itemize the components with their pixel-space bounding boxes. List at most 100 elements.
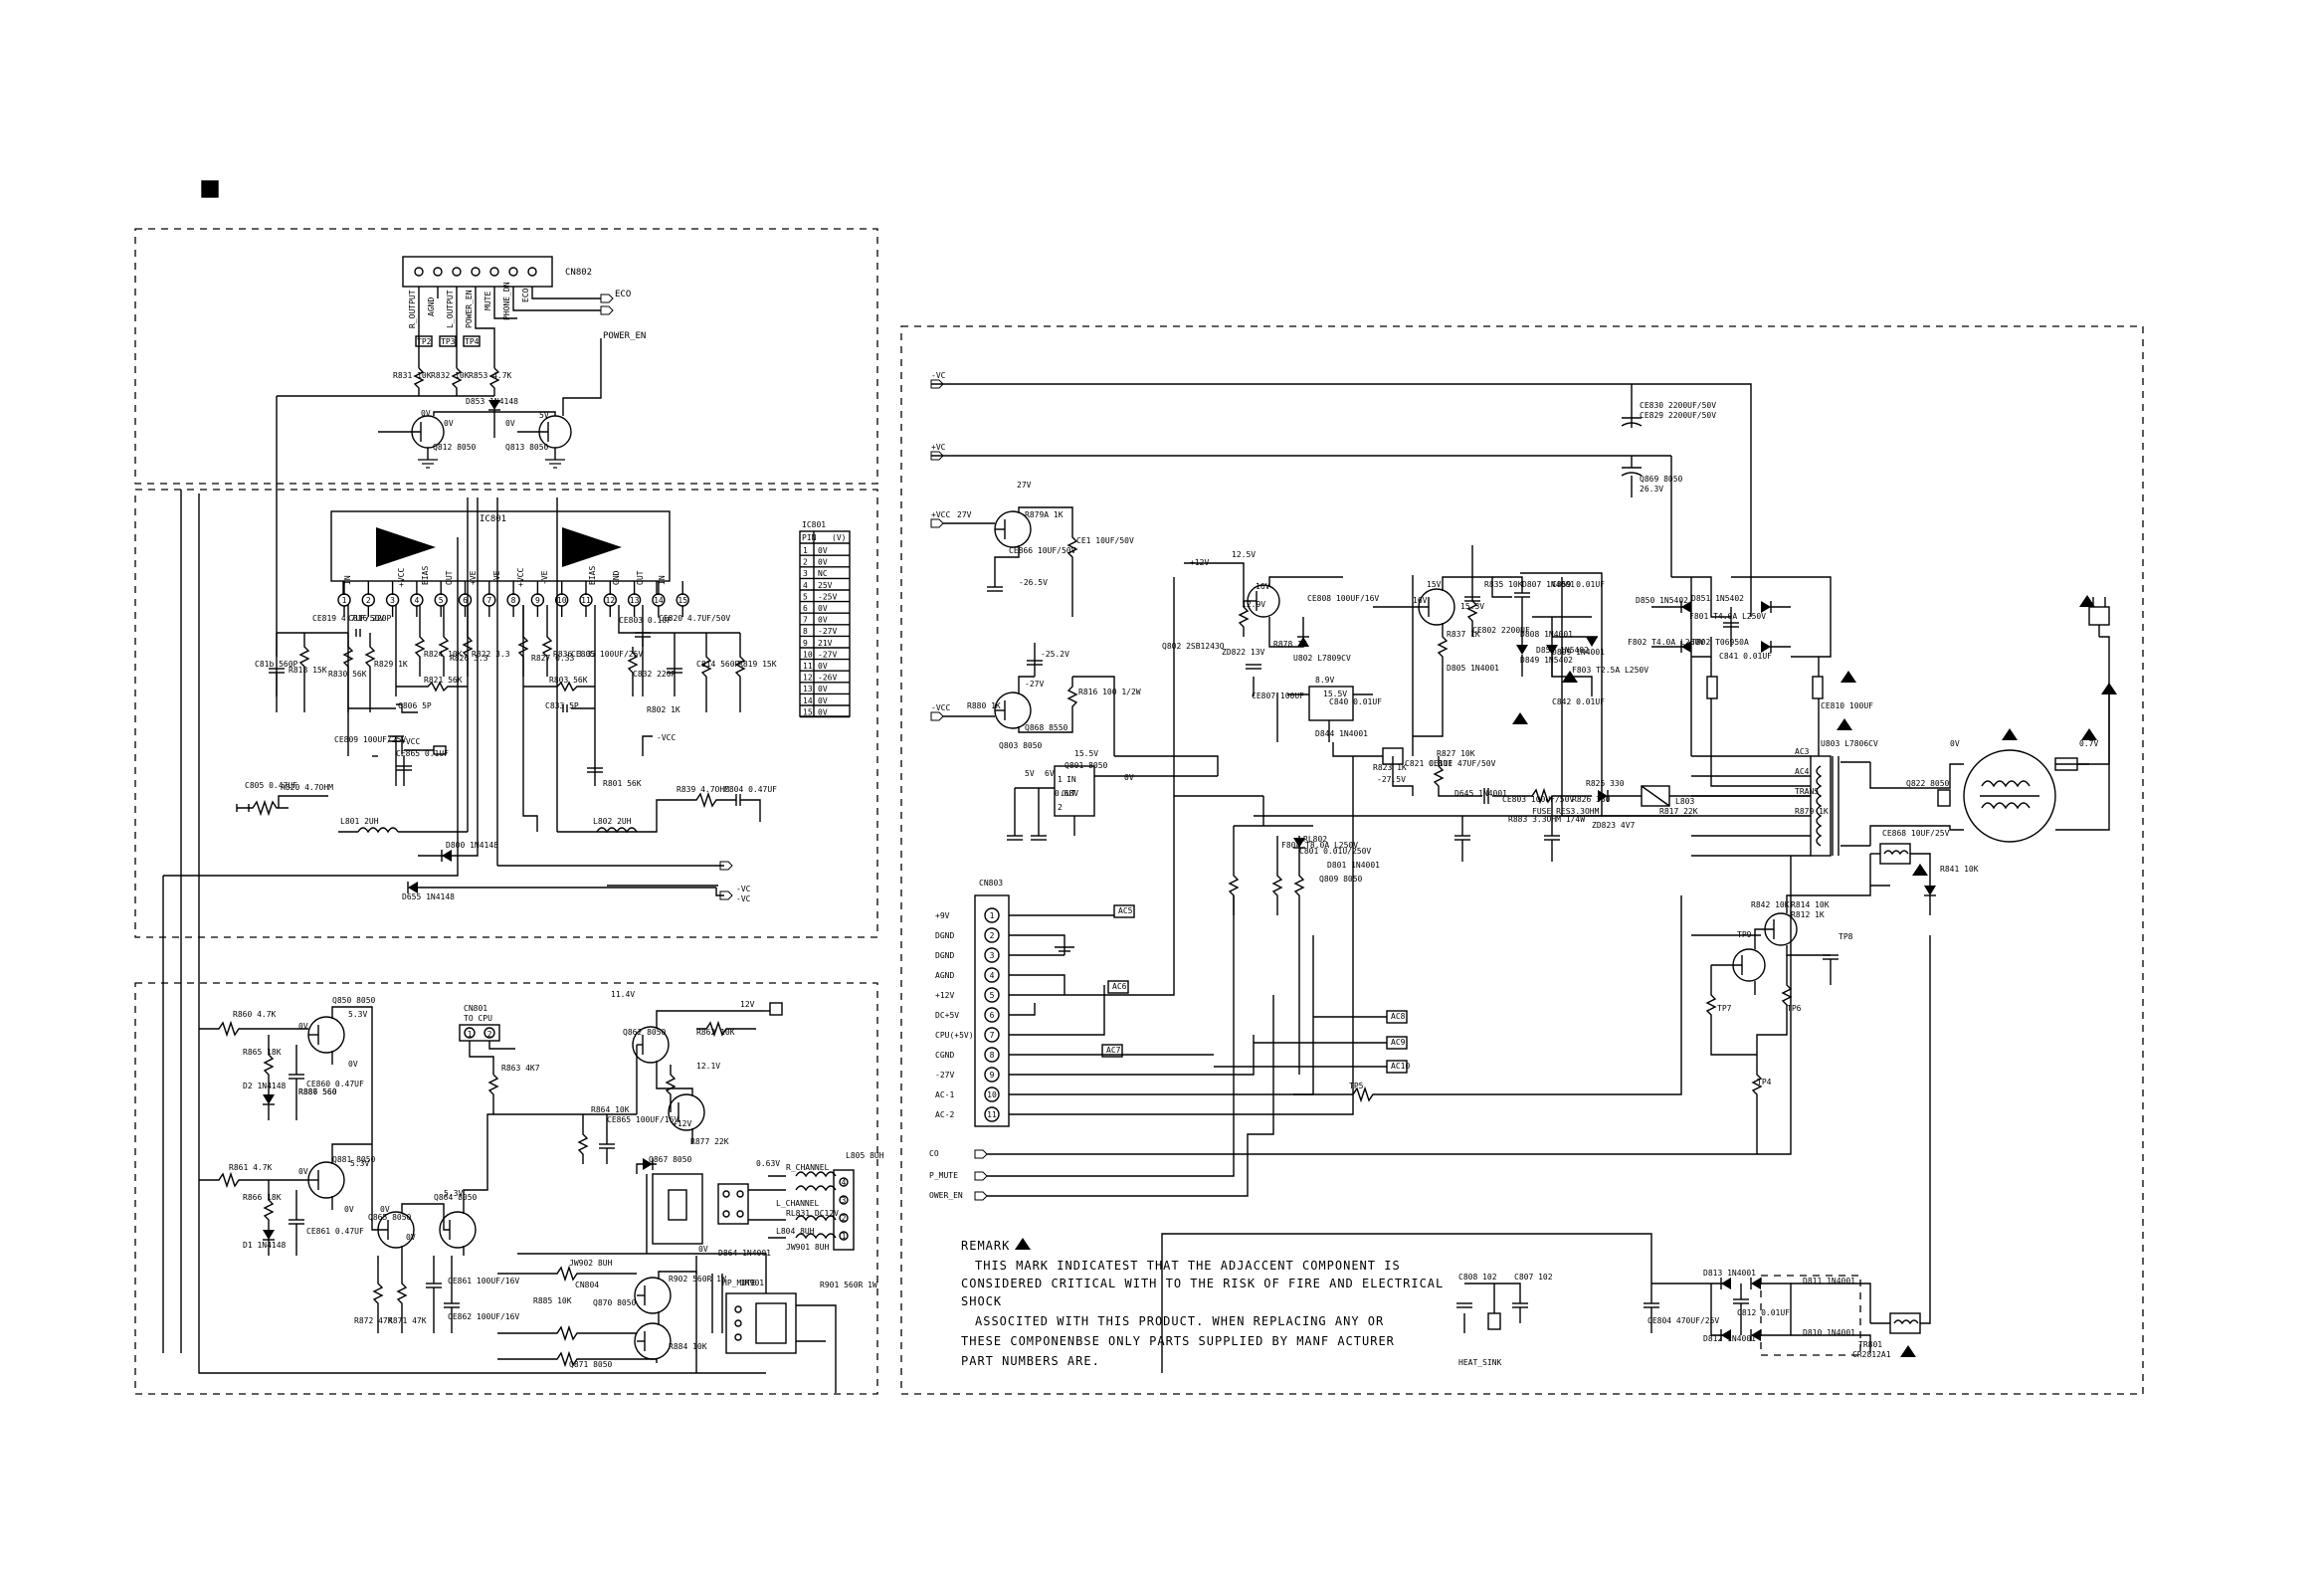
svg-text:+VE: +VE xyxy=(469,570,478,585)
remark-line-6: PART NUMBERS ARE. xyxy=(961,1354,1100,1368)
ic801-pin-number: 12 xyxy=(605,596,615,605)
power-component-label: CE830 2200UF/50V xyxy=(1640,401,1716,410)
pin-table-voltage: 0V xyxy=(818,696,828,705)
power-component-label: 26.3V xyxy=(1640,485,1663,494)
ic801-component-label: CE803 0.1UF xyxy=(619,616,672,625)
remark-line-2: CONSIDERED CRITICAL WITH TO THE RISK OF … xyxy=(961,1277,1444,1290)
power-input-net: +VC xyxy=(931,443,946,452)
power-input-net: +12V xyxy=(1190,558,1209,567)
frame-control xyxy=(134,228,878,485)
power-component-label: C801 0.01U/250V xyxy=(1299,847,1371,856)
ic801-component-label: C805 0.47UF xyxy=(245,781,297,790)
cn801-pin-1: 1 xyxy=(468,1030,473,1039)
svg-text:OUT: OUT xyxy=(636,570,645,585)
ic801-pin-number: 2 xyxy=(366,596,371,605)
power-component-label: 12.9V xyxy=(1242,600,1265,609)
standby-component-label: D813 1N4001 xyxy=(1703,1269,1756,1278)
protection-component-label: R872 47K xyxy=(354,1316,393,1325)
cn803-pin-circle xyxy=(984,927,1000,943)
pin-table-voltage: -27V xyxy=(818,650,837,659)
ic801-component-label: R826 3.3 xyxy=(450,654,488,663)
protection-component-label: R_CHANNEL xyxy=(786,1163,830,1172)
ic801-component-label: CE819 4.7UF/50V xyxy=(312,614,384,623)
ic801-component-label: R801 56K xyxy=(603,779,642,788)
protection-component-label: Q867 8050 xyxy=(649,1155,692,1164)
ic801-component-label: R829 1K xyxy=(374,660,408,669)
ic801-component-label: R836 3.33 xyxy=(553,650,597,659)
power-component-label: D844 1N4001 xyxy=(1315,729,1368,738)
ic801-network: +VCC -VCC xyxy=(236,497,761,900)
protection-component-label: JW901 8UH xyxy=(786,1243,830,1252)
ic801-component-label: R819 15K xyxy=(738,660,777,669)
q813-vc: 5V xyxy=(539,411,549,420)
cn802-pin-3: L_OUTPUT xyxy=(446,290,455,328)
section-marker xyxy=(201,180,219,198)
power-component-label: 27V xyxy=(1017,481,1032,490)
power-component-label: CE829 2200UF/50V xyxy=(1640,411,1716,420)
power-component-label: 15.5V xyxy=(1074,749,1098,758)
power-component-label: R816 100 1/2W xyxy=(1078,688,1141,696)
protection-component-label: CE862 100UF/16V xyxy=(448,1312,519,1321)
cn803-pin-number: 2 xyxy=(990,931,995,940)
standby-component-label: CE804 470UF/25V xyxy=(1647,1316,1719,1325)
protection-component-label: R863 4K7 xyxy=(501,1064,540,1073)
remark-title: REMARK xyxy=(961,1239,1010,1253)
svg-text:3: 3 xyxy=(842,1196,847,1205)
power-component-label: TP9 xyxy=(1737,930,1752,939)
power-component-label: CE802 2200UF xyxy=(1472,626,1530,635)
ic801-component-label: CE820 4.7UF/50V xyxy=(659,614,730,623)
protection-component-label: 5.3V xyxy=(444,1189,463,1198)
cn802-pin-6: PHONE_DN xyxy=(502,282,511,320)
power-component-label: D807 1N4001 xyxy=(1522,580,1575,589)
q812-label: Q812 8050 xyxy=(433,443,477,452)
standby-component-label: C807 102 xyxy=(1514,1273,1553,1282)
protection-component-label: +12V xyxy=(673,1119,691,1128)
pin-table-voltage: 25V xyxy=(818,581,833,590)
protection-component-label: R864 10K xyxy=(591,1105,630,1114)
power-component-label: F804 T8.0A L250V xyxy=(1281,841,1358,850)
cn803-signal-label: CGND xyxy=(935,1051,954,1060)
protection-component-label: 11.4V xyxy=(611,990,635,999)
protection-component-label: 5.3V xyxy=(350,1159,369,1168)
ic801-pin-number: 4 xyxy=(414,596,419,605)
u803-in-label: IN xyxy=(1066,775,1076,784)
protection-component-label: 0V xyxy=(298,1167,308,1176)
power-component-label: TP8 xyxy=(1839,932,1853,941)
r831-label: R831 10K xyxy=(393,371,432,380)
power-component-label: R826 330 xyxy=(1572,795,1611,804)
protection-component-label: RL831 DC12V xyxy=(786,1209,839,1218)
relay-rl802 xyxy=(1869,843,1936,915)
ic801-pin-number: 6 xyxy=(463,596,468,605)
power-component-label: R814 10K xyxy=(1791,900,1830,909)
q813-label: Q813 8050 xyxy=(505,443,549,452)
cn803-signal-label: +12V xyxy=(935,991,954,1000)
ic801-component-label: R827 0.33 xyxy=(531,654,575,663)
standby-component-label: D812 1N4001 xyxy=(1703,1334,1756,1343)
power-component-label: U802 L7809CV xyxy=(1293,654,1351,663)
standby-component-label: D810 1N4001 xyxy=(1803,1328,1855,1337)
power-component-label: D809 1N4001 xyxy=(1552,648,1605,657)
cn803-signal-label: DC+5V xyxy=(935,1011,959,1020)
pin-table-pin: 7 xyxy=(803,616,808,625)
ic801-component-label: C814 560P xyxy=(696,660,740,669)
standby-supply xyxy=(1161,935,1931,1373)
power-component-label: 16V xyxy=(1413,596,1428,605)
cn803-pin-number: 4 xyxy=(990,971,995,980)
protection-component-label: 0V xyxy=(298,1022,308,1031)
standby-component-label: D811 1N4001 xyxy=(1803,1277,1855,1285)
frame-protection xyxy=(134,982,878,1395)
ic801-pin-number: 14 xyxy=(654,596,664,605)
power-component-label: 16V xyxy=(1256,582,1270,591)
net-co: CO xyxy=(929,1149,939,1158)
power-component-label: CE807 100UF xyxy=(1252,691,1304,700)
standby-component-label: C812 0.01UF xyxy=(1737,1308,1790,1317)
power-component-label: AC9 xyxy=(1391,1038,1406,1047)
cn803-pin-number: 5 xyxy=(990,991,995,1000)
pin-table-voltage: 0V xyxy=(818,707,828,716)
power-component-label: Q801 8050 xyxy=(1065,761,1108,770)
r832-label: R832 10K xyxy=(431,371,470,380)
svg-text:IN: IN xyxy=(343,575,352,585)
cn802-pin-4: POWER_EN xyxy=(465,290,474,328)
power-component-label: F801 T4.0A L250V xyxy=(1689,612,1766,621)
